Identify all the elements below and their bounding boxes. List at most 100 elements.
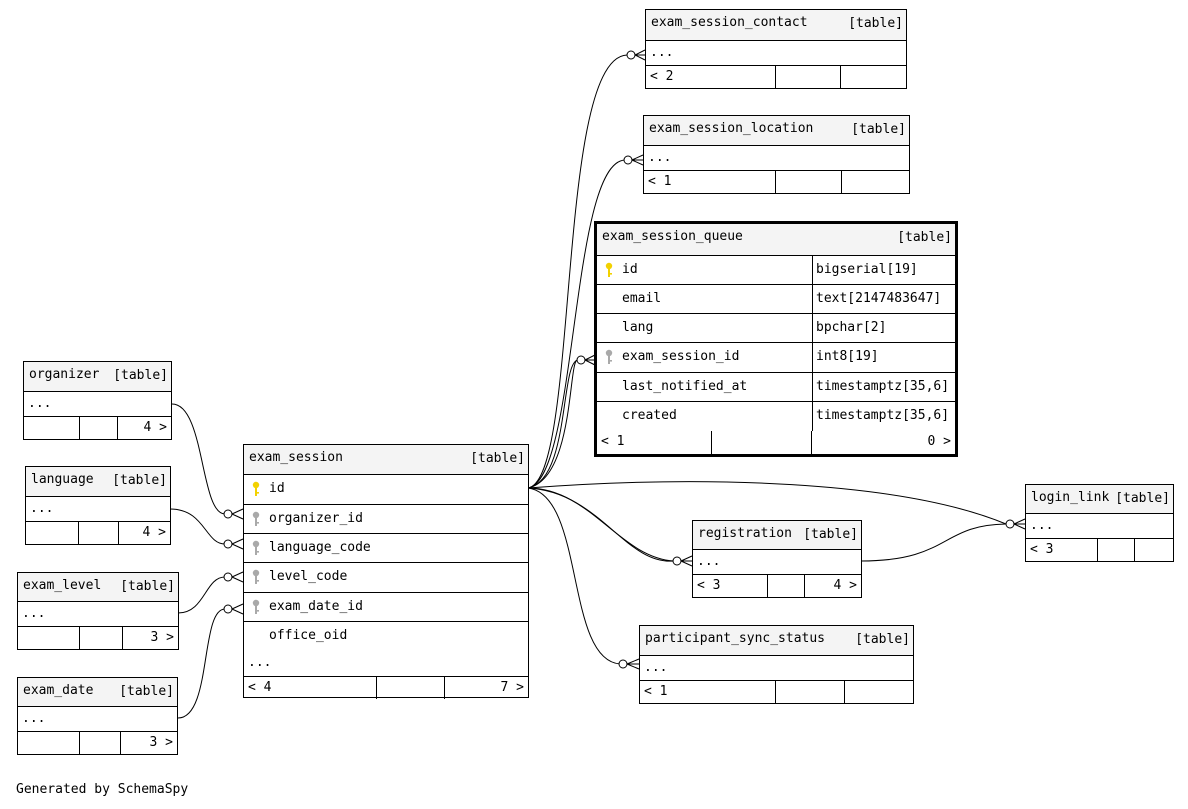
table-registration[interactable]: registration [table] ... < 3 4 > xyxy=(692,520,862,598)
rel-registration-b xyxy=(527,487,675,562)
table-name: organizer xyxy=(29,367,100,382)
collapsed-columns: ... xyxy=(644,146,909,171)
rel-language xyxy=(169,508,226,545)
table-header: organizer [table] xyxy=(24,362,171,392)
table-header: exam_session_contact [table] xyxy=(646,10,906,41)
table-participant-sync-status[interactable]: participant_sync_status [table] ... < 1 xyxy=(639,625,914,704)
table-tag: [table] xyxy=(851,122,906,137)
table-footer: 3 > xyxy=(18,732,177,754)
table-footer: < 2 xyxy=(646,66,906,88)
rel-exam-date xyxy=(177,608,226,719)
parent-count: 3 > xyxy=(150,630,174,645)
child-count: < 4 xyxy=(248,680,272,695)
table-header: exam_date [table] xyxy=(18,678,177,707)
column-row: email text[2147483647] xyxy=(597,285,955,314)
foreign-key-icon xyxy=(605,349,613,369)
column-name: id xyxy=(269,481,285,496)
table-footer: < 1 0 > xyxy=(597,431,955,455)
column-type: bpchar[2] xyxy=(816,320,887,335)
column-row: id xyxy=(244,475,528,505)
primary-key-icon xyxy=(605,262,613,282)
foreign-key-icon xyxy=(252,540,260,560)
table-language[interactable]: language [table] ... 4 > xyxy=(25,466,171,545)
child-count: < 2 xyxy=(650,69,674,84)
collapsed-columns: ... xyxy=(18,707,177,732)
table-name: exam_session xyxy=(249,450,343,465)
generated-by-note: Generated by SchemaSpy xyxy=(16,782,189,797)
column-name: exam_date_id xyxy=(269,599,363,614)
table-tag: [table] xyxy=(113,368,168,383)
table-name: participant_sync_status xyxy=(645,631,826,646)
child-count: < 1 xyxy=(648,174,672,189)
parent-count: 0 > xyxy=(927,434,951,449)
table-exam-session-location[interactable]: exam_session_location [table] ... < 1 xyxy=(643,115,910,194)
column-name: last_notified_at xyxy=(622,379,748,394)
table-name: language xyxy=(31,472,94,487)
column-name: lang xyxy=(622,320,654,335)
rel-login-a xyxy=(527,481,1007,525)
table-header: exam_session [table] xyxy=(244,445,528,475)
child-count: < 1 xyxy=(601,434,625,449)
table-footer: < 3 xyxy=(1026,539,1173,561)
table-name: login_link xyxy=(1031,490,1110,505)
table-header: language [table] xyxy=(26,467,170,497)
table-exam-level[interactable]: exam_level [table] ... 3 > xyxy=(17,572,179,650)
column-name: organizer_id xyxy=(269,511,363,526)
column-type: timestamptz[35,6] xyxy=(816,408,950,423)
parent-count: 3 > xyxy=(149,735,173,750)
collapsed-columns: ... xyxy=(693,550,861,575)
table-tag: [table] xyxy=(848,16,903,31)
table-header: participant_sync_status [table] xyxy=(640,626,913,656)
child-count: < 3 xyxy=(1030,542,1054,557)
column-type: bigserial[19] xyxy=(816,262,918,277)
collapsed-columns: ... xyxy=(26,497,170,522)
table-tag: [table] xyxy=(112,473,167,488)
collapsed-columns: ... xyxy=(18,602,178,627)
rel-organizer xyxy=(171,403,226,515)
child-count: < 3 xyxy=(697,578,721,593)
table-footer: < 4 7 > xyxy=(244,677,528,699)
table-organizer[interactable]: organizer [table] ... 4 > xyxy=(23,361,172,440)
table-footer: 3 > xyxy=(18,627,178,649)
column-row: organizer_id xyxy=(244,505,528,534)
rel-registration-a xyxy=(527,487,675,562)
table-exam-session-contact[interactable]: exam_session_contact [table] ... < 2 xyxy=(645,9,907,89)
column-type: text[2147483647] xyxy=(816,291,942,306)
table-tag: [table] xyxy=(470,451,525,466)
column-type: int8[19] xyxy=(816,349,879,364)
column-row: lang bpchar[2] xyxy=(597,314,955,343)
column-name: office_oid xyxy=(269,628,348,643)
table-footer: 4 > xyxy=(26,522,170,544)
table-header: login_link [table] xyxy=(1026,485,1173,514)
table-exam-date[interactable]: exam_date [table] ... 3 > xyxy=(17,677,178,755)
table-tag: [table] xyxy=(119,684,174,699)
column-row: level_code xyxy=(244,563,528,593)
table-header: registration [table] xyxy=(693,521,861,550)
table-name: exam_session_queue xyxy=(602,229,743,244)
foreign-key-icon xyxy=(252,599,260,619)
table-login-link[interactable]: login_link [table] ... < 3 xyxy=(1025,484,1174,562)
rel-exam-level xyxy=(177,576,226,614)
column-name: level_code xyxy=(269,569,348,584)
rel-location xyxy=(527,159,626,489)
table-tag: [table] xyxy=(897,230,952,245)
column-name: email xyxy=(622,291,662,306)
parent-count: 4 > xyxy=(833,578,857,593)
foreign-key-icon xyxy=(252,569,260,589)
table-header: exam_session_queue [table] xyxy=(597,224,955,256)
rel-login-b xyxy=(860,523,1007,562)
column-row: office_oid xyxy=(244,622,528,651)
table-tag: [table] xyxy=(120,579,175,594)
collapsed-columns: ... xyxy=(244,651,528,677)
parent-count: 4 > xyxy=(142,525,166,540)
column-row: exam_date_id xyxy=(244,593,528,622)
rel-participant xyxy=(527,487,621,665)
table-name: registration xyxy=(698,526,792,541)
table-name: exam_session_location xyxy=(649,121,814,136)
table-footer: < 1 xyxy=(644,171,909,193)
